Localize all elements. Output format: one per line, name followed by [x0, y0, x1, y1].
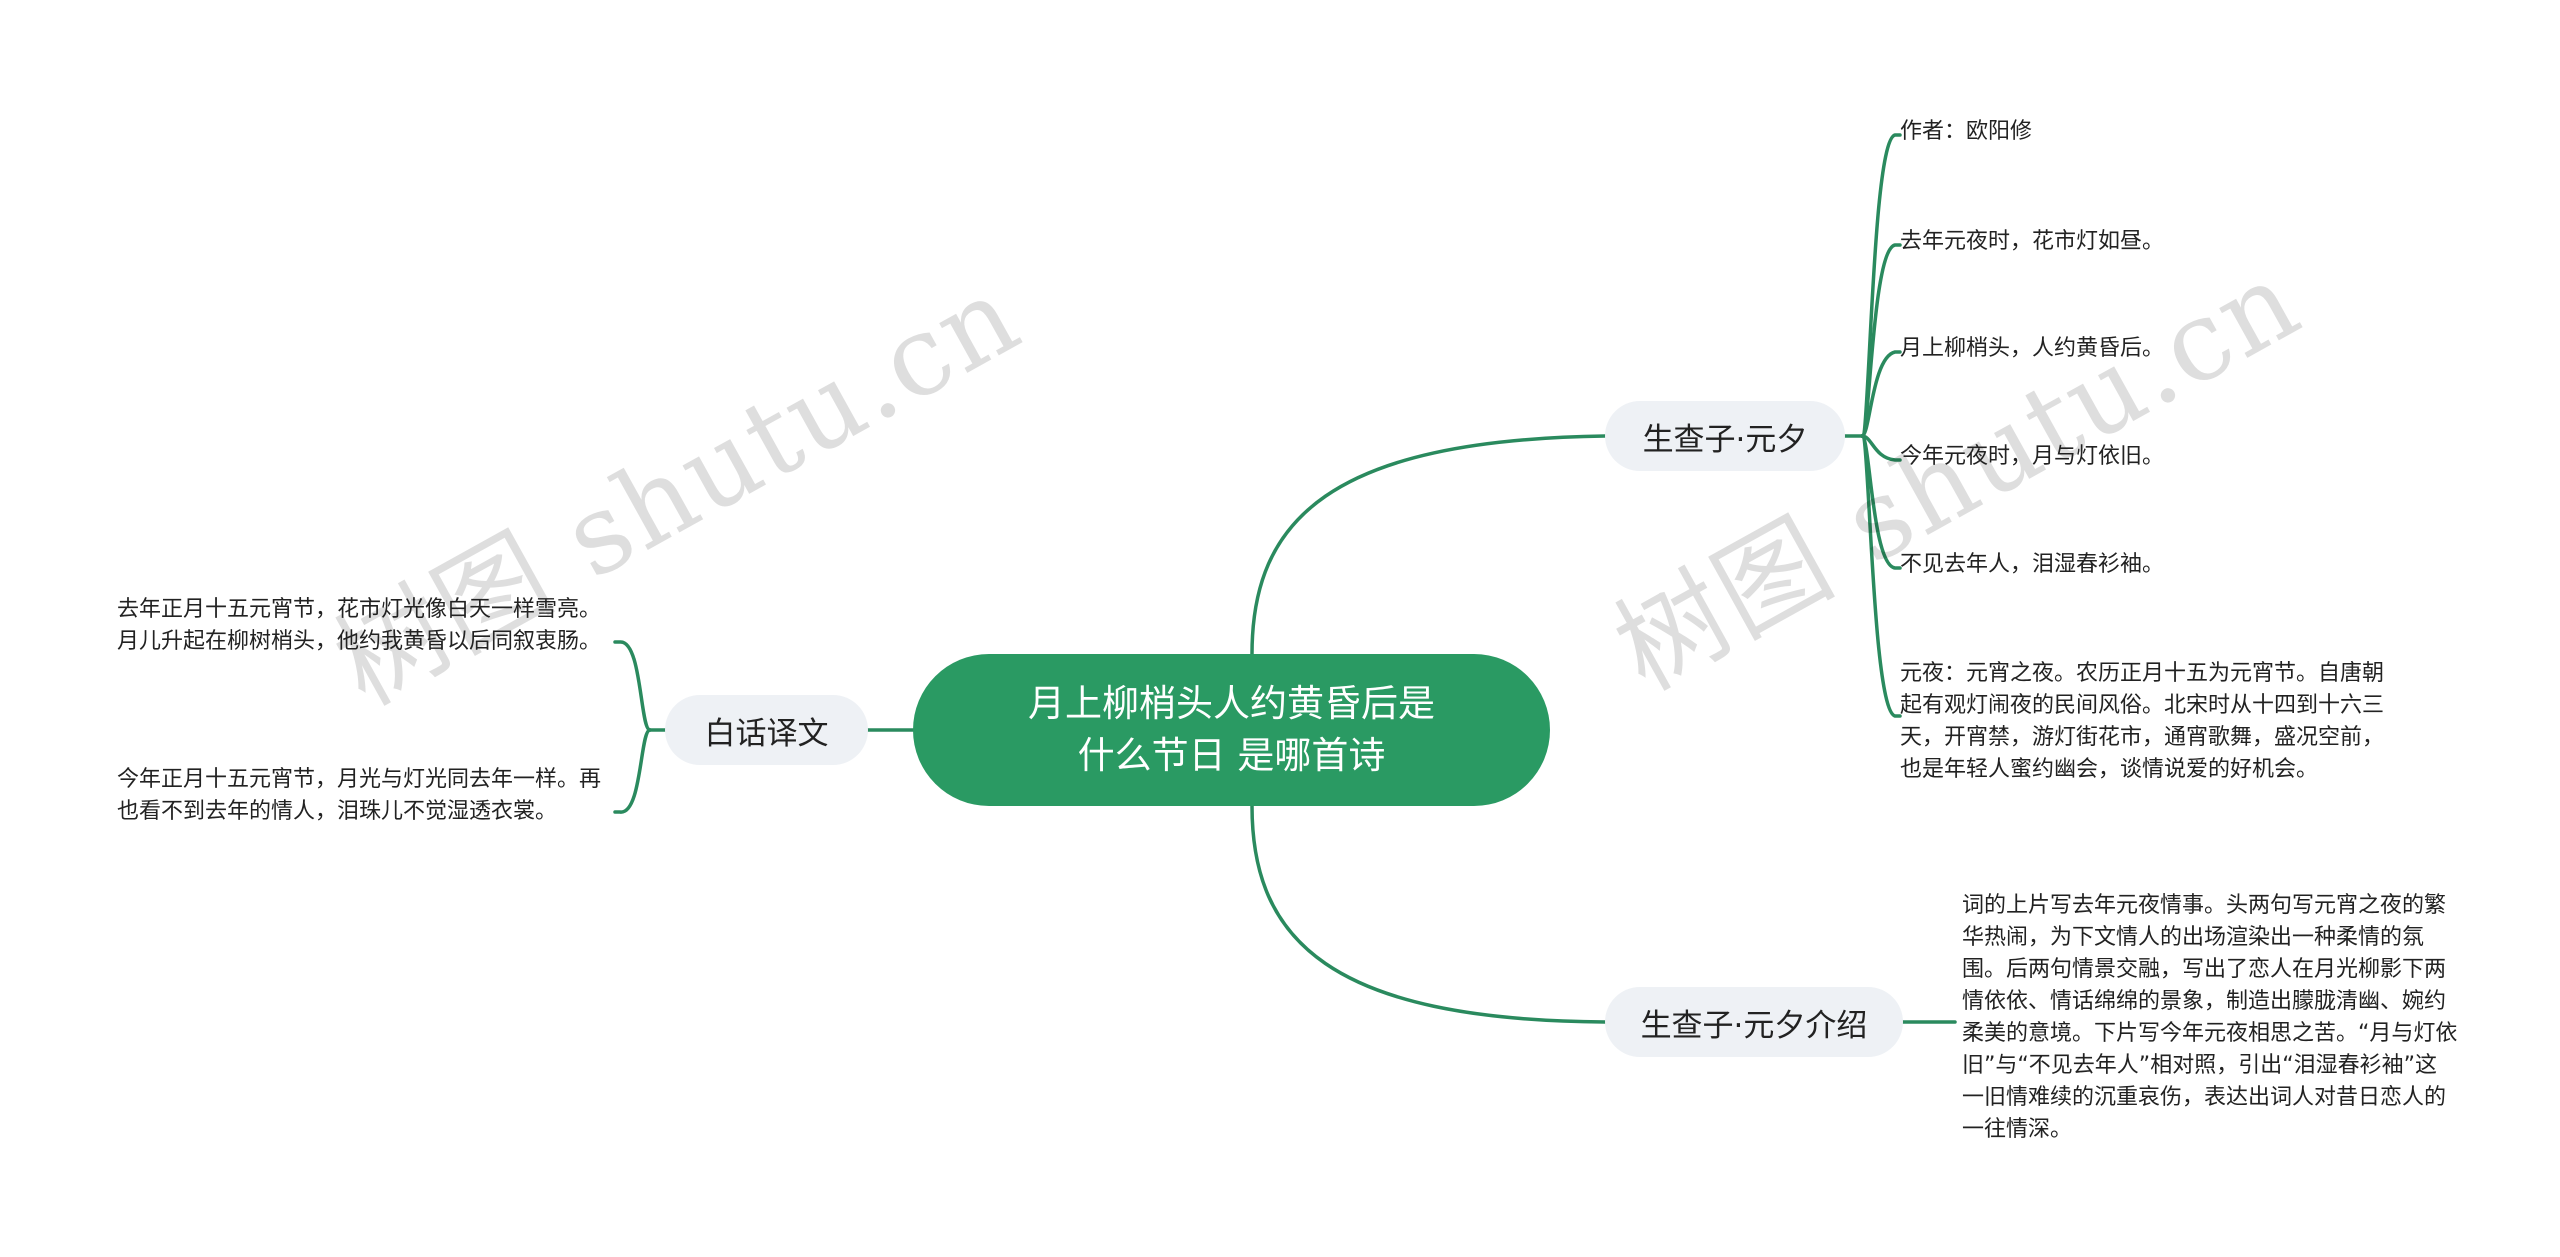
connector-translation-leaf-2 [613, 728, 652, 814]
root-topic[interactable]: 月上柳梢头人约黄昏后是 什么节日 是哪首诗 [913, 654, 1550, 806]
leaf-intro-text[interactable]: 词的上片写去年元夜情事。头两句写元宵之夜的繁华热闹，为下文情人的出场渲染出一种柔… [1962, 893, 2458, 1142]
branch-intro[interactable]: 生查子·元夕介绍 [1605, 987, 1903, 1057]
leaf-line-1[interactable]: 去年元夜时，花市灯如昼。 [1900, 229, 2165, 254]
leaf-translation-2[interactable]: 今年正月十五元宵节，月光与灯光同去年一样。再也看不到去年的情人，泪珠儿不觉湿透衣… [117, 767, 602, 824]
connector-leaf-2 [1860, 243, 1902, 438]
connector-leaf-4 [1860, 434, 1902, 462]
leaf-line-2[interactable]: 月上柳梢头，人约黄昏后。 [1900, 336, 2165, 361]
branch-shengchazi[interactable]: 生查子·元夕 [1605, 401, 1845, 471]
leaf-translation-1[interactable]: 去年正月十五元宵节，花市灯光像白天一样雪亮。月儿升起在柳树梢头，他约我黄昏以后同… [117, 597, 602, 654]
connector-root-shengchazi [1250, 434, 1607, 656]
root-title-line-1: 月上柳梢头人约黄昏后是 [1028, 682, 1435, 725]
leaf-line-4[interactable]: 不见去年人，泪湿春衫袖。 [1900, 552, 2165, 577]
root-title-line-2: 什么节日 是哪首诗 [1077, 734, 1386, 777]
connector-root-intro [1250, 804, 1607, 1024]
leaf-note-yuanye[interactable]: 元夜：元宵之夜。农历正月十五为元宵节。自唐朝起有观灯闹夜的民间风俗。北宋时从十四… [1900, 661, 2385, 782]
connector-translation-leaf-1 [613, 640, 652, 732]
branch-translation[interactable]: 白话译文 [665, 695, 868, 765]
connector-leaf-6 [1860, 434, 1902, 718]
leaf-line-3[interactable]: 今年元夜时，月与灯依旧。 [1900, 444, 2165, 469]
connector-leaf-3 [1860, 350, 1902, 438]
leaf-author[interactable]: 作者：欧阳修 [1900, 119, 2033, 144]
